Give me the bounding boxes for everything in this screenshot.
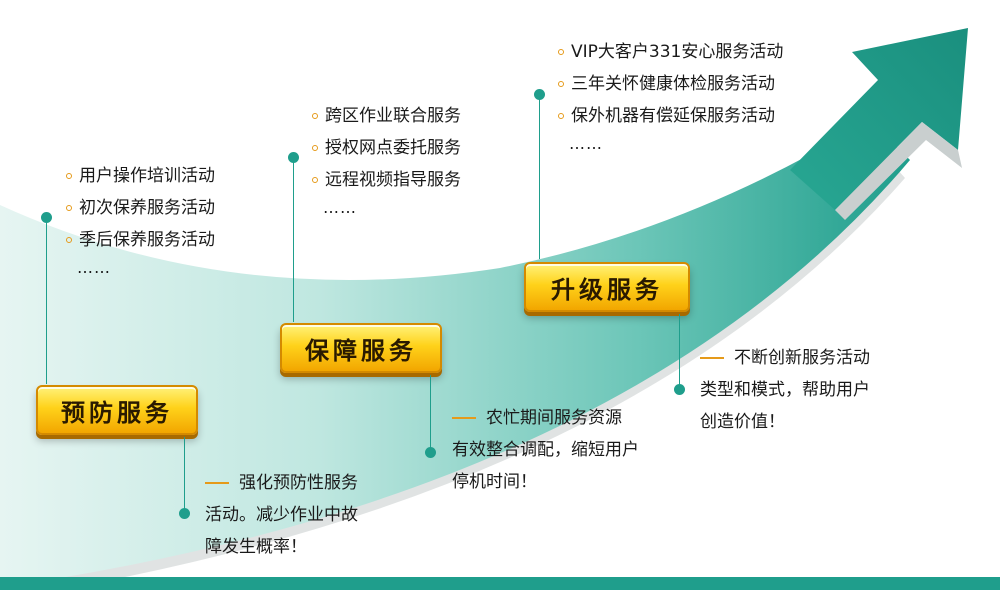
list-item: 保外机器有偿延保服务活动 xyxy=(558,100,783,132)
stage-guarantee-description: 农忙期间服务资源 有效整合调配，缩短用户 停机时间！ xyxy=(452,408,639,492)
stage-guarantee-title: 保障服务 xyxy=(305,336,417,365)
bullet-icon xyxy=(312,113,318,119)
list-ellipsis: …… xyxy=(77,258,111,277)
stage-prevent-title: 预防服务 xyxy=(61,398,173,427)
list-item: 三年关怀健康体检服务活动 xyxy=(558,68,783,100)
stage-upgrade-title: 升级服务 xyxy=(551,275,663,304)
stage-guarantee-desc-connector xyxy=(430,375,431,450)
stage-prevent-connector xyxy=(46,222,47,384)
list-item: 远程视频指导服务 xyxy=(312,164,461,196)
stage-prevent-description: 强化预防性服务 活动。减少作业中故 障发生概率！ xyxy=(205,473,358,557)
bullet-icon xyxy=(66,237,72,243)
arrow-head xyxy=(790,28,968,210)
stage-guarantee-top-dot xyxy=(288,152,299,163)
bullet-icon xyxy=(66,173,72,179)
list-item: 用户操作培训活动 xyxy=(66,160,215,192)
stage-guarantee-badge: 保障服务 xyxy=(280,323,442,373)
list-item: 季后保养服务活动 xyxy=(66,224,215,256)
stage-guarantee-item-list: 跨区作业联合服务 授权网点委托服务 远程视频指导服务 …… xyxy=(312,100,461,220)
stage-upgrade-desc-connector xyxy=(679,314,680,386)
list-item: 初次保养服务活动 xyxy=(66,192,215,224)
arrow-body xyxy=(0,120,910,578)
list-item: 授权网点委托服务 xyxy=(312,132,461,164)
stage-prevent-desc-dot xyxy=(179,508,190,519)
stage-prevent-badge: 预防服务 xyxy=(36,385,198,435)
stage-prevent-item-list: 用户操作培训活动 初次保养服务活动 季后保养服务活动 …… xyxy=(66,160,215,280)
stage-guarantee-desc-dot xyxy=(425,447,436,458)
list-ellipsis: …… xyxy=(323,198,357,217)
stage-upgrade-desc-dot xyxy=(674,384,685,395)
stage-upgrade-connector xyxy=(539,99,540,259)
dash-icon xyxy=(700,357,724,359)
bullet-icon xyxy=(558,49,564,55)
stage-upgrade-top-dot xyxy=(534,89,545,100)
arrow-head-shadow xyxy=(835,122,962,220)
list-item: 跨区作业联合服务 xyxy=(312,100,461,132)
bottom-bar xyxy=(0,577,1000,590)
stage-upgrade-badge: 升级服务 xyxy=(524,262,690,312)
stage-prevent-desc-connector xyxy=(184,437,185,512)
stage-upgrade-description: 不断创新服务活动 类型和模式，帮助用户 创造价值！ xyxy=(700,348,870,432)
dash-icon xyxy=(205,482,229,484)
stage-guarantee-connector xyxy=(293,162,294,322)
stage-prevent-top-dot xyxy=(41,212,52,223)
list-ellipsis: …… xyxy=(569,134,603,153)
list-item: VIP大客户331安心服务活动 xyxy=(558,36,783,68)
bullet-icon xyxy=(66,205,72,211)
bullet-icon xyxy=(312,177,318,183)
dash-icon xyxy=(452,417,476,419)
bullet-icon xyxy=(558,81,564,87)
bullet-icon xyxy=(312,145,318,151)
bullet-icon xyxy=(558,113,564,119)
stage-upgrade-item-list: VIP大客户331安心服务活动 三年关怀健康体检服务活动 保外机器有偿延保服务活… xyxy=(558,36,783,156)
